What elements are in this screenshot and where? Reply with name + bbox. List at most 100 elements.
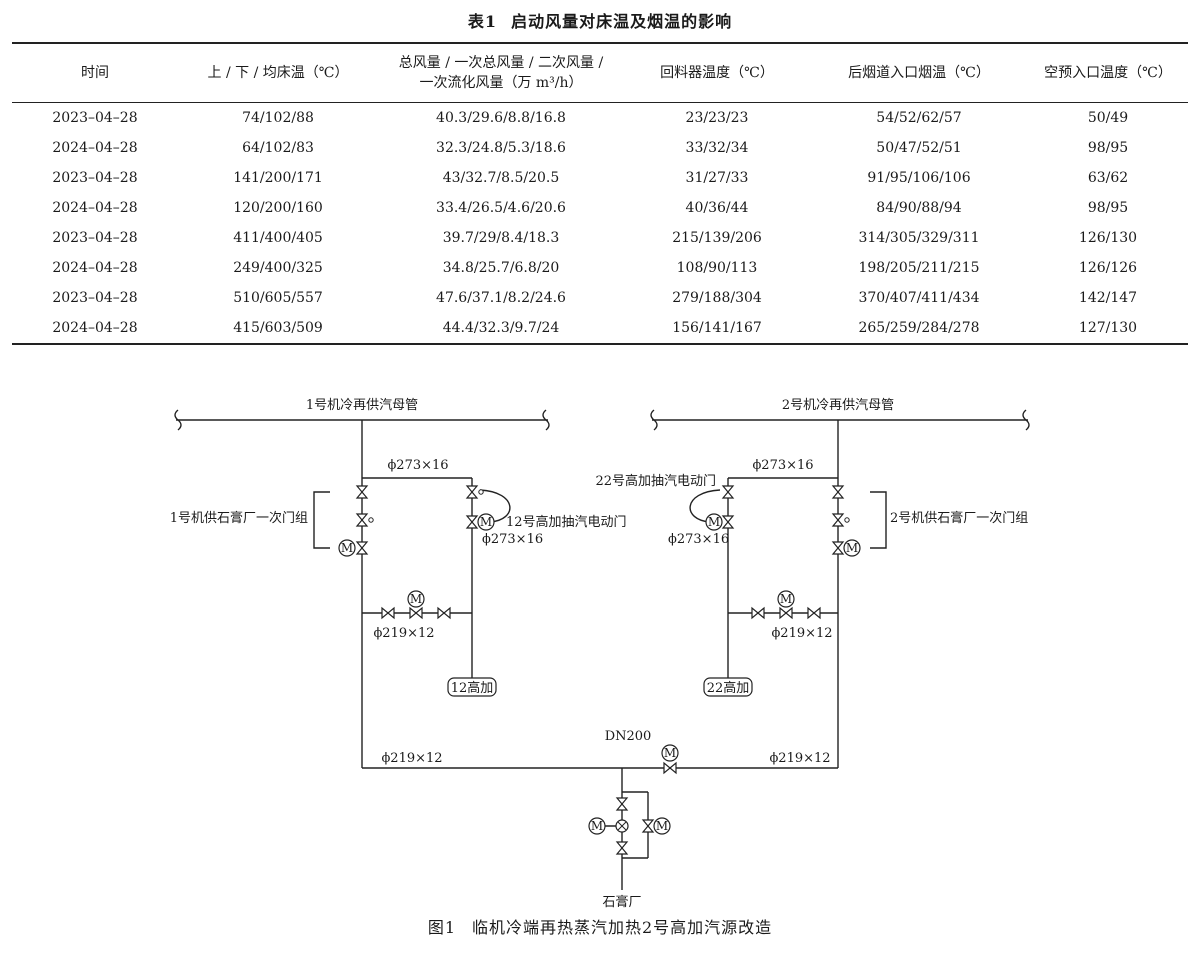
cell-air-preheater-temp: 63/62 (1087, 170, 1129, 186)
gate-valve-icon (466, 515, 478, 529)
cell-time: 2023–04–28 (52, 170, 138, 186)
header-air-preheater-temp: 空预入口温度（℃） (1028, 42, 1188, 103)
cell-bed-temp: 141/200/171 (233, 170, 323, 186)
pipe-size-label: ϕ273×16 (668, 532, 729, 547)
cell-flue-gas-temp: 54/52/62/57 (876, 110, 962, 126)
cell-air-preheater-temp: 98/95 (1087, 200, 1129, 216)
cell-air-preheater-temp: 127/130 (1028, 313, 1188, 345)
pipe-size-label: ϕ219×12 (373, 626, 434, 641)
cell-air-preheater-temp: 142/147 (1078, 290, 1138, 306)
cell-air-volume: 39.7/29/8.4/18.3 (442, 230, 560, 246)
cell-time: 2023–04–28 (52, 290, 138, 306)
gate-valve-icon (409, 607, 423, 619)
pipe-size-label: ϕ219×12 (769, 751, 830, 766)
gate-valve-icon (663, 762, 677, 774)
cell-loop-seal-temp: 279/188/304 (672, 290, 762, 306)
cell-air-volume: 33.4/26.5/4.6/20.6 (436, 200, 566, 216)
gate-valve-icon (779, 607, 793, 619)
svg-text:M: M (480, 515, 492, 529)
svg-text:M: M (846, 541, 858, 555)
cell-air-volume: 44.4/32.3/9.7/24 (378, 313, 624, 345)
cell-time: 2023–04–28 (52, 230, 138, 246)
cell-time: 2023–04–28 (52, 110, 138, 126)
dn200-label: DN200 (605, 729, 652, 744)
table-row: 2024–04–28 249/400/325 34.8/25.7/6.8/20 … (12, 253, 1188, 283)
cell-bed-temp: 415/603/509 (178, 313, 378, 345)
table-row: 2023–04–28 141/200/171 43/32.7/8.5/20.5 … (12, 163, 1188, 193)
table-row: 2023–04–28 74/102/88 40.3/29.6/8.8/16.8 … (12, 103, 1188, 134)
svg-text:M: M (591, 819, 603, 833)
motor-actuators: M M M M M M M M M (338, 513, 861, 835)
cell-flue-gas-temp: 84/90/88/94 (876, 200, 962, 216)
motor-icon: M (338, 539, 356, 557)
heater-22-label: 22高加 (707, 680, 750, 696)
check-valve-icon (832, 513, 850, 527)
gate-valve-icon (616, 841, 628, 855)
check-valve-icon (356, 513, 374, 527)
cell-air-preheater-temp: 126/130 (1078, 230, 1138, 246)
cell-air-preheater-temp: 98/95 (1087, 140, 1129, 156)
gate-valve-icon (381, 607, 395, 619)
gate-valve-icon (616, 797, 628, 811)
right-header-label: 2号机冷再供汽母管 (782, 398, 894, 413)
gypsum-plant-label: 石膏厂 (602, 894, 641, 910)
cell-loop-seal-temp: 40/36/44 (685, 200, 749, 216)
cell-flue-gas-temp: 198/205/211/215 (858, 260, 980, 276)
figure-caption: 图1 临机冷端再热蒸汽加热2号高加汽源改造 (0, 914, 1200, 938)
cell-air-preheater-temp: 126/126 (1078, 260, 1138, 276)
heater-22: 22高加 (703, 677, 753, 697)
pipe-size-label: ϕ273×16 (387, 458, 448, 473)
motor-icon: M (588, 817, 606, 835)
table-caption-text: 启动风量对床温及烟温的影响 (511, 12, 733, 31)
header-bed-temp: 上 / 下 / 均床温（℃） (178, 42, 378, 103)
cell-air-volume: 43/32.7/8.5/20.5 (442, 170, 560, 186)
header-flue-gas-temp: 后烟道入口烟温（℃） (810, 42, 1028, 103)
figure-caption-text: 临机冷端再热蒸汽加热2号高加汽源改造 (472, 918, 773, 937)
figure-caption-number: 图1 (427, 918, 456, 937)
right-valve-group-label: 2号机供石膏厂一次门组 (890, 510, 1028, 526)
table-row: 2024–04–28 120/200/160 33.4/26.5/4.6/20.… (12, 193, 1188, 223)
header-loop-seal-temp: 回料器温度（℃） (624, 42, 810, 103)
svg-text:M: M (708, 515, 720, 529)
cell-loop-seal-temp: 31/27/33 (685, 170, 749, 186)
cell-time: 2024–04–28 (12, 313, 178, 345)
table-row: 2023–04–28 510/605/557 47.6/37.1/8.2/24.… (12, 283, 1188, 313)
cell-loop-seal-temp: 215/139/206 (672, 230, 762, 246)
valve-22-label: 22号高加抽汽电动门 (595, 473, 716, 489)
gate-valve-icon (642, 819, 654, 833)
valve-12-label: 12号高加抽汽电动门 (506, 514, 627, 530)
cell-time: 2024–04–28 (52, 140, 138, 156)
cell-bed-temp: 74/102/88 (242, 110, 314, 126)
data-table: 时间 上 / 下 / 均床温（℃） 总风量 / 一次总风量 / 二次风量 / 一… (12, 42, 1188, 345)
svg-text:M: M (664, 746, 676, 760)
cell-air-volume: 34.8/25.7/6.8/20 (442, 260, 560, 276)
heater-12-label: 12高加 (451, 680, 494, 696)
svg-text:M: M (410, 592, 422, 606)
cell-time: 2024–04–28 (52, 260, 138, 276)
motor-icon: M (843, 539, 861, 557)
svg-text:M: M (341, 541, 353, 555)
cell-loop-seal-temp: 108/90/113 (676, 260, 758, 276)
gate-valve-icon (356, 541, 368, 555)
check-valve-icon (466, 485, 484, 499)
motor-icon: M (777, 590, 795, 608)
cell-bed-temp: 120/200/160 (233, 200, 323, 216)
gate-valve-icon (437, 607, 451, 619)
svg-text:M: M (656, 819, 668, 833)
table-row: 2023–04–28 411/400/405 39.7/29/8.4/18.3 … (12, 223, 1188, 253)
cell-flue-gas-temp: 91/95/106/106 (867, 170, 971, 186)
cell-loop-seal-temp: 33/32/34 (685, 140, 749, 156)
motor-icon: M (407, 590, 425, 608)
gate-valve-icon (832, 485, 844, 499)
pipe-size-label: ϕ273×16 (482, 532, 543, 547)
left-valve-group-label: 1号机供石膏厂一次门组 (170, 510, 308, 526)
motor-icon: M (705, 513, 723, 531)
gate-valve-icon (722, 485, 734, 499)
cell-flue-gas-temp: 265/259/284/278 (810, 313, 1028, 345)
cell-bed-temp: 411/400/405 (233, 230, 323, 246)
cell-loop-seal-temp: 156/141/167 (624, 313, 810, 345)
cell-flue-gas-temp: 314/305/329/311 (858, 230, 980, 246)
cell-bed-temp: 510/605/557 (233, 290, 323, 306)
cell-air-volume: 32.3/24.8/5.3/18.6 (436, 140, 566, 156)
